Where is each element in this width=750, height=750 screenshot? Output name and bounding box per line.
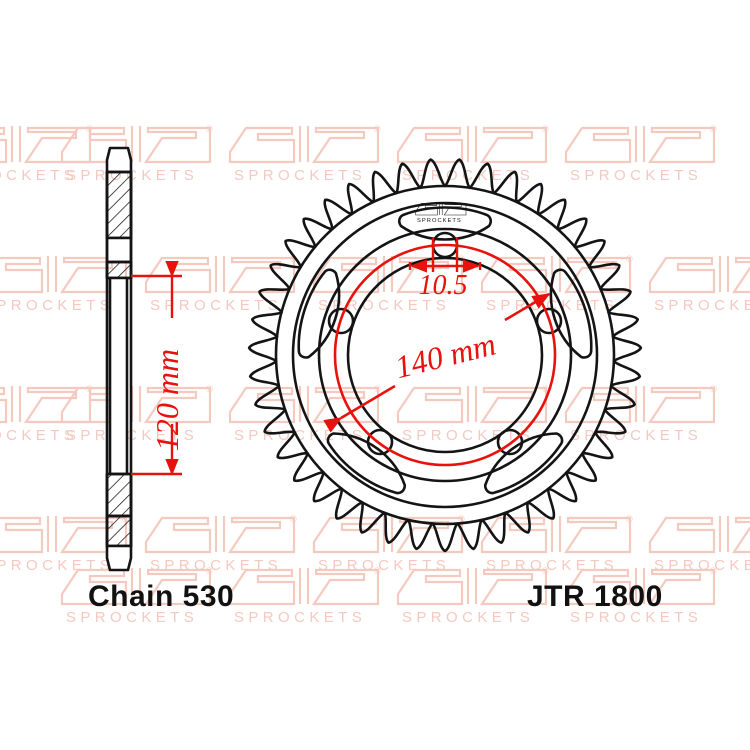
dimension-10-5-text: 10.5 xyxy=(419,270,468,301)
dimension-120mm-text: 120 mm xyxy=(149,349,185,451)
bolt-hole xyxy=(535,307,563,335)
svg-text:SPROCKETS: SPROCKETS xyxy=(417,218,462,224)
bolt-holes xyxy=(327,231,563,456)
part-number-label: JTR 1800 xyxy=(527,580,663,613)
lightening-cutouts xyxy=(297,206,593,495)
root-circle xyxy=(274,184,616,526)
rim-inner-circle xyxy=(291,201,599,509)
jt-logo-stamp: SPROCKETS xyxy=(415,202,467,224)
dimension-120mm xyxy=(131,260,182,476)
tooth-ring xyxy=(247,158,643,553)
dimension-140mm xyxy=(323,243,557,467)
dimension-10-5 xyxy=(408,238,482,273)
front-face-view: SPROCKETS xyxy=(247,158,643,553)
bolt-hole xyxy=(496,428,524,456)
bolt-hole xyxy=(366,428,394,456)
side-section-view xyxy=(105,146,133,572)
web-outer-circle xyxy=(317,227,573,483)
bolt-circle xyxy=(333,243,557,467)
chain-size-label: Chain 530 xyxy=(88,580,235,613)
bolt-hole xyxy=(327,307,355,335)
